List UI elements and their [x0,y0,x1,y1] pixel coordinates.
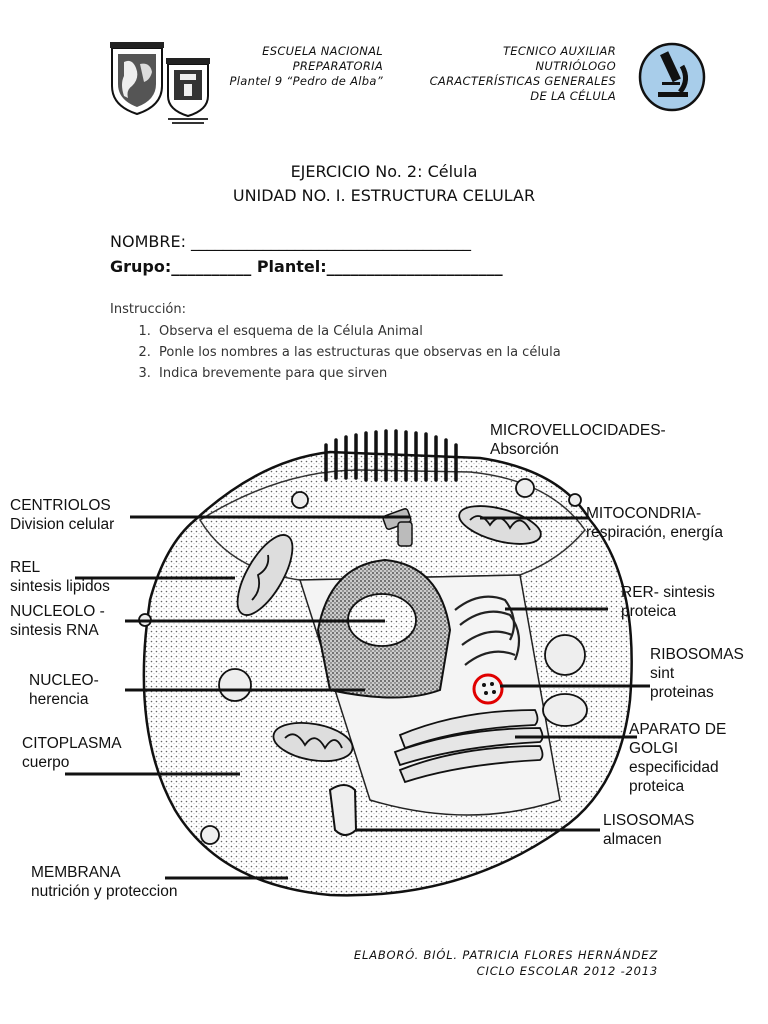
course-header: TECNICO AUXILIAR NUTRIÓLOGO CARACTERÍSTI… [400,44,616,104]
centrioles [382,508,413,547]
label-nucleolo: NUCLEOLO - sintesis RNA [10,603,105,639]
endocytic-vesicle [328,784,358,836]
microvilli [324,429,458,482]
unam-logo [110,42,164,116]
label-membrana: MEMBRANA nutrición y proteccion [31,864,178,900]
exercise-title: EJERCICIO No. 2: Célula [290,162,478,181]
instructions-list: Observa el esquema de la Célula Animal P… [110,321,561,384]
course-line-4: DE LA CÉLULA [530,89,616,103]
instruction-item-1: Observa el esquema de la Célula Animal [155,321,561,342]
footer: ELABORÓ. BIÓL. PATRICIA FLORES HERNÁNDEZ… [300,948,658,978]
ribosome-highlight [472,673,504,705]
label-citoplasma: CITOPLASMA cuerpo [22,735,122,771]
instructions-heading: Instrucción: [110,302,187,317]
label-mitocondria: MITOCONDRIA- respiración, energía [586,505,723,541]
prepa-logo [166,58,210,124]
course-line-1: TECNICO AUXILIAR [502,44,616,58]
school-line-3: Plantel 9 “Pedro de Alba” [229,74,383,88]
label-ribosomas: RIBOSOMAS sint proteinas [650,646,744,701]
course-line-3: CARACTERÍSTICAS GENERALES [429,74,616,88]
label-nucleo: NUCLEO- herencia [29,672,99,708]
name-field[interactable]: NOMBRE: ________________________________… [110,232,472,251]
school-line-1: ESCUELA NACIONAL [262,44,383,58]
footer-author: ELABORÓ. BIÓL. PATRICIA FLORES HERNÁNDEZ [353,948,658,962]
instructions: Instrucción: Observa el esquema de la Cé… [110,302,561,384]
label-microvellocidades: MICROVELLOCIDADES- Absorción [490,422,666,458]
rough-er [454,595,521,666]
label-aparato-golgi: APARATO DE GOLGI especificidad proteica [629,721,727,795]
school-line-2: PREPARATORIA [292,59,383,73]
unit-title: UNIDAD NO. I. ESTRUCTURA CELULAR [232,186,536,205]
instruction-item-2: Ponle los nombres a las estructuras que … [155,342,561,363]
label-rel: REL sintesis lipidos [10,559,110,595]
leader-lines [65,515,650,880]
school-header: ESCUELA NACIONAL PREPARATORIA Plantel 9 … [228,44,383,89]
lysosomes [138,478,588,845]
instruction-item-3: Indica brevemente para que sirven [155,363,561,384]
group-field[interactable]: Grupo:__________ Plantel:_______________… [110,257,503,276]
golgi-apparatus [393,709,544,784]
footer-cycle: CICLO ESCOLAR 2012 -2013 [476,964,658,978]
label-lisosomas: LISOSOMAS almacen [603,812,695,848]
course-line-2: NUTRIÓLOGO [535,59,616,73]
microscope-icon [638,42,706,112]
label-centriolos: CENTRIOLOS Division celular [10,497,115,533]
label-rer: RER- sintesis proteica [621,584,715,620]
